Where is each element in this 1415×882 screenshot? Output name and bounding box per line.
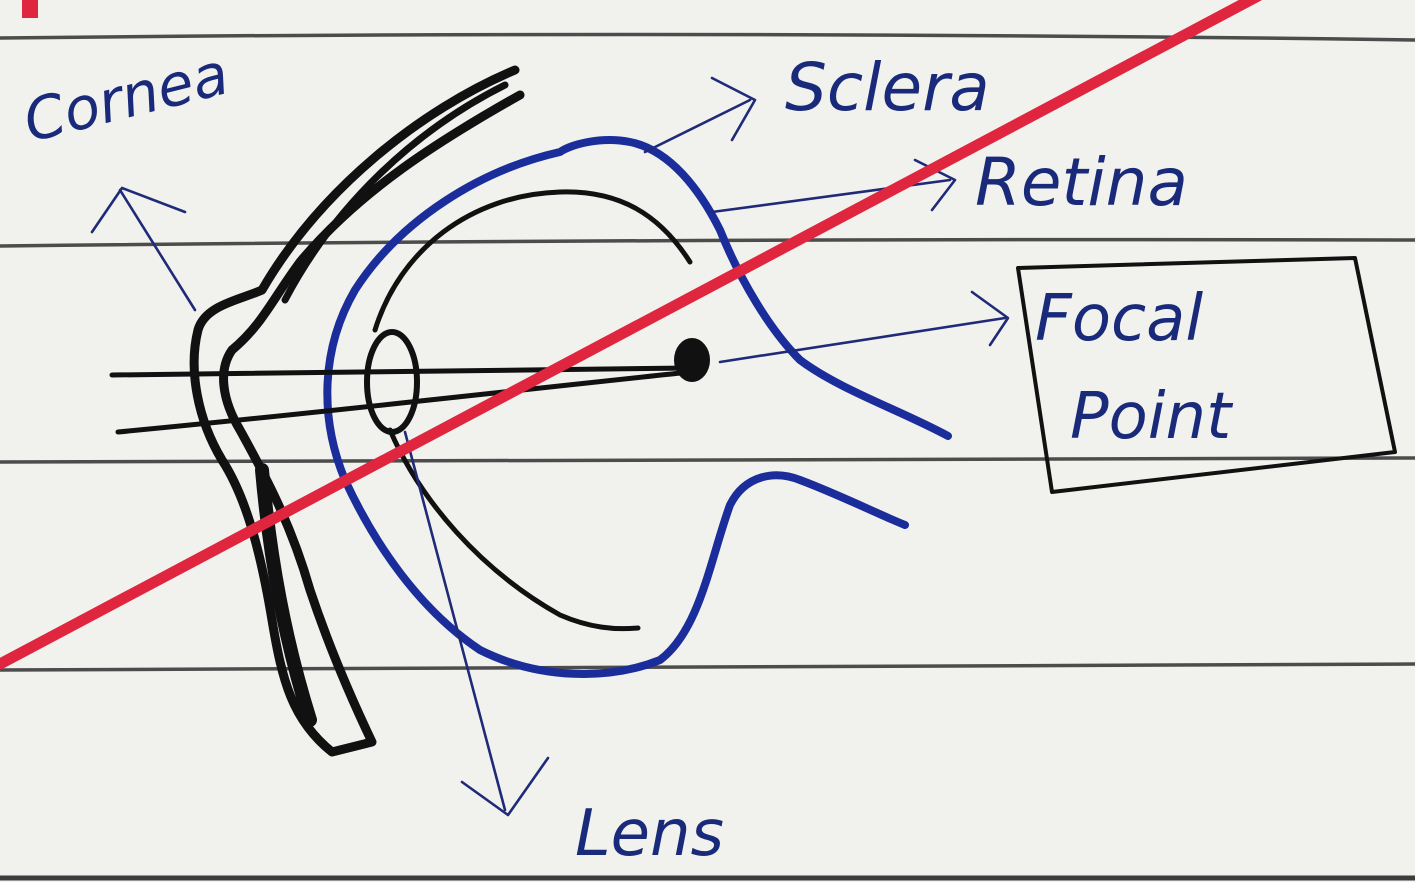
margin-mark	[22, 0, 38, 18]
ruled-line	[0, 458, 1415, 462]
sclera-outline	[327, 140, 948, 674]
cornea-pointer	[120, 190, 195, 310]
label-point: Point	[1070, 380, 1234, 454]
lens-pointer	[405, 432, 505, 810]
sclera-upper	[327, 140, 948, 480]
focal-pointer	[720, 318, 1005, 362]
pointers	[92, 78, 1008, 815]
label-sclera: Sclera	[785, 49, 990, 126]
label-lens: Lens	[575, 797, 724, 871]
sclera-lower	[345, 475, 905, 674]
label-focal: Focal	[1035, 282, 1203, 356]
cornea-inner-stroke	[285, 85, 505, 300]
cornea-arrowhead	[92, 188, 185, 232]
label-retina: Retina	[975, 144, 1188, 221]
lens-shape	[367, 332, 417, 432]
label-cornea: Cornea	[17, 39, 235, 155]
ruled-lines	[0, 34, 1415, 878]
ruled-line	[0, 240, 1415, 246]
ruled-line	[0, 664, 1415, 670]
focal-point-dot	[674, 338, 710, 382]
ruled-line	[0, 34, 1415, 40]
sclera-pointer	[645, 100, 750, 152]
retina-curve	[375, 192, 690, 629]
retina-pointer	[712, 180, 950, 212]
